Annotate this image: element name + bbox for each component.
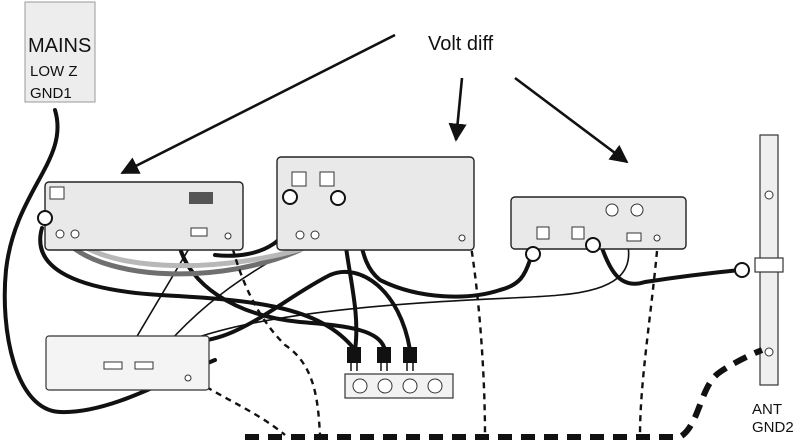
arrow-to-left-unit: [120, 33, 396, 175]
volt-diff-label: Volt diff: [428, 33, 494, 55]
right-unit: [510, 196, 687, 250]
left-unit-cable: [38, 226, 357, 352]
mains-ground-cable: [2, 108, 217, 415]
mains-label: MAINS: [28, 35, 91, 57]
power-plugs: [347, 347, 417, 371]
gnd1-label: GND1: [30, 85, 72, 102]
center-unit: [276, 156, 475, 251]
thin-wire-right: [189, 245, 630, 341]
ant-label: ANT: [752, 401, 782, 418]
mains-ground-box: MAINS LOW Z GND1: [24, 1, 96, 103]
gray-coax: [67, 242, 303, 277]
bottom-unit: [45, 335, 210, 391]
right-unit-antenna-cable: [600, 246, 742, 286]
low-z-label: LOW Z: [30, 63, 78, 80]
ground-bus: [245, 347, 764, 440]
light-gray-coax: [79, 242, 318, 269]
left-unit: [44, 181, 244, 251]
power-strip: [344, 373, 454, 399]
gnd2-label: GND2: [752, 419, 794, 436]
arrow-to-center-unit: [448, 77, 467, 142]
arrow-to-right-unit: [514, 76, 629, 164]
center-unit-power-cable: [343, 238, 359, 352]
antenna-ground-rail: [754, 134, 784, 386]
ground-wire-left: [228, 237, 322, 436]
ground-wire-right: [638, 239, 660, 436]
ground-wire-center: [468, 239, 487, 436]
bottom-unit-cable: [178, 269, 412, 352]
coax-connectors: [37, 189, 750, 278]
